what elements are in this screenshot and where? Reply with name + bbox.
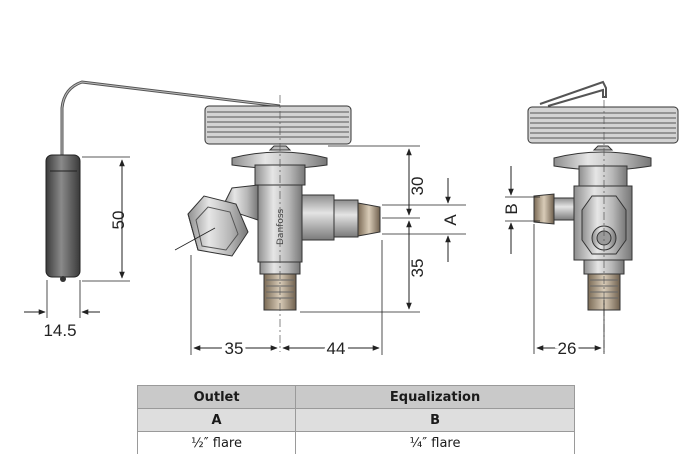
front-extension-lines — [190, 145, 466, 355]
dim-label-left-width: 35 — [225, 339, 244, 358]
valve-front-view: Danfoss — [174, 95, 381, 352]
power-head-coil — [204, 105, 352, 145]
table-cell-outlet-value: ½″ flare — [136, 431, 297, 454]
table-subheader-a: A — [136, 408, 297, 432]
table-row: ½″ flare ¼″ flare — [136, 431, 575, 454]
table-header-row: Outlet Equalization — [136, 385, 575, 409]
table-cell-equalization-value: ¼″ flare — [295, 431, 575, 454]
table-header-outlet: Outlet — [136, 385, 297, 409]
dim-label-bulb-width: 14.5 — [43, 321, 76, 340]
dim-label-bottom-height: 35 — [408, 259, 427, 278]
dim-label-right-width: 44 — [327, 339, 346, 358]
dim-top-height: 30 — [406, 148, 427, 216]
dim-label-side-width: 26 — [558, 339, 577, 358]
spec-table: Outlet Equalization A B ½″ flare ¼″ flar… — [136, 385, 575, 454]
side-power-head-coil — [527, 106, 679, 144]
table-header-equalization: Equalization — [295, 385, 575, 409]
side-extension-lines — [505, 196, 605, 354]
dim-label-top-height: 30 — [408, 177, 427, 196]
dim-bulb-length: 50 — [82, 156, 130, 282]
table-subheader-b: B — [295, 408, 575, 432]
dim-outlet-a: A — [441, 178, 460, 262]
dim-side-width: 26 — [536, 336, 602, 361]
dim-bulb-width: 14.5 — [24, 280, 100, 340]
brand-label: Danfoss — [276, 208, 286, 245]
label-equalization-b: B — [502, 203, 521, 214]
dim-left-width: 35 — [193, 336, 278, 361]
label-outlet-a: A — [441, 214, 460, 226]
sensing-bulb — [45, 154, 81, 282]
capillary-tube — [60, 80, 281, 160]
dim-label-bulb-length: 50 — [109, 211, 128, 230]
dim-equalization-b: B — [500, 166, 524, 254]
table-subheader-row: A B — [136, 408, 575, 432]
dim-bottom-height: 35 — [406, 220, 427, 310]
dim-right-width: 44 — [282, 336, 380, 361]
valve-side-view — [527, 80, 679, 352]
